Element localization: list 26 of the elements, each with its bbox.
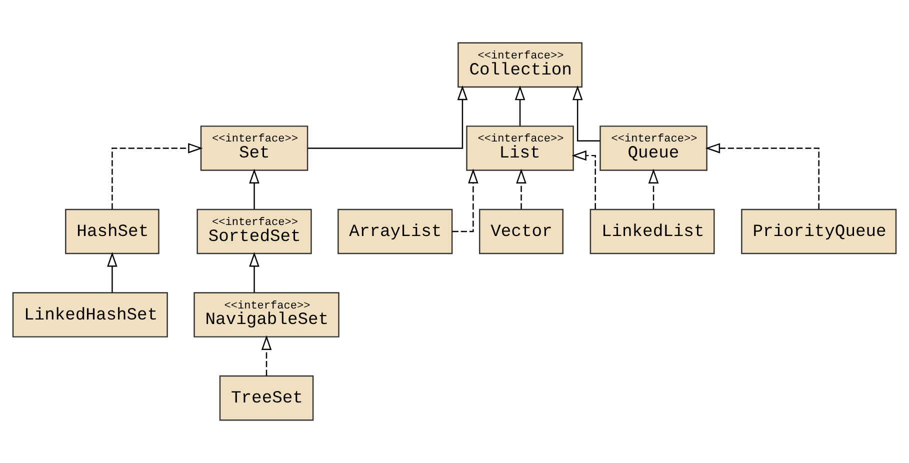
- arrow: [261, 335, 272, 376]
- node-box: LinkedHashSet: [12, 292, 168, 338]
- arrow: [107, 252, 118, 292]
- node-box: <<interface>> List: [466, 126, 574, 171]
- arrow: [516, 168, 526, 210]
- node-box: <<interface>> NavigableSet: [194, 292, 340, 338]
- arrow: [112, 143, 203, 210]
- arrow: [249, 168, 260, 210]
- arrow: [572, 85, 600, 142]
- node-box: TreeSet: [219, 375, 314, 421]
- node-box: LinkedList: [590, 208, 715, 254]
- node-box: <<interface>> Set: [200, 126, 308, 171]
- node-box: ArrayList: [338, 208, 453, 254]
- arrow: [648, 168, 659, 210]
- node-box: <<interface>> Queue: [600, 126, 708, 171]
- arrow: [572, 150, 596, 210]
- arrow: [705, 143, 820, 210]
- arrow: [308, 85, 468, 149]
- node-box: Vector: [479, 208, 564, 254]
- node-box: <<interface>> SortedSet: [196, 208, 312, 254]
- node-box: PriorityQueue: [741, 208, 897, 254]
- node-box: HashSet: [65, 208, 160, 254]
- node-box: <<interface>> Collection: [458, 42, 582, 88]
- arrow: [249, 252, 260, 292]
- arrow: [452, 168, 478, 232]
- arrow: [514, 85, 526, 126]
